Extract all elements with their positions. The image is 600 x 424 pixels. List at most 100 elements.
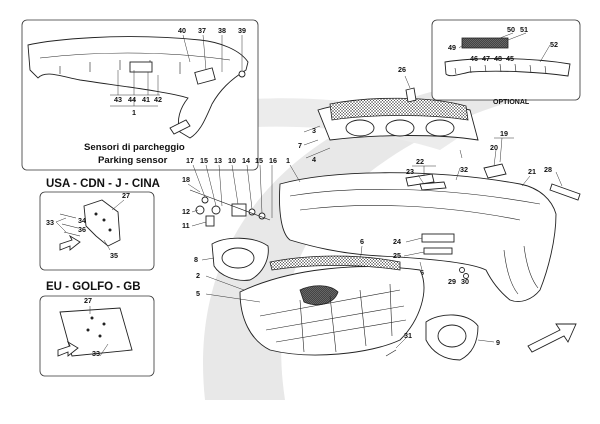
usa-inset: USA - CDN - J - CINA 33 34 36 27 35 bbox=[39, 178, 160, 271]
callout-10: 10 bbox=[228, 156, 236, 165]
callout-44: 44 bbox=[128, 95, 136, 104]
eu-direction-arrow bbox=[57, 340, 79, 357]
callout-11: 11 bbox=[182, 221, 190, 230]
callout-8: 8 bbox=[194, 255, 198, 264]
callout-16: 16 bbox=[269, 156, 277, 165]
callout-49: 49 bbox=[448, 43, 456, 52]
callout-29: 29 bbox=[448, 277, 456, 286]
main-exploded-view: 26 7 3 4 24 25 17 15 13 10 14 15 bbox=[182, 65, 581, 361]
sensor-unit bbox=[194, 67, 216, 85]
callout-36-usa: 36 bbox=[78, 225, 86, 234]
usa-plate-bracket bbox=[83, 199, 121, 247]
callout-46: 46 bbox=[470, 54, 478, 63]
caption-parking-sensor: Parking sensor bbox=[98, 155, 168, 166]
callout-41: 41 bbox=[142, 95, 150, 104]
callout-33-eu: 33 bbox=[92, 349, 100, 358]
callout-35: 35 bbox=[110, 251, 118, 260]
callout-26: 26 bbox=[398, 65, 406, 74]
bracket-23 bbox=[419, 181, 447, 191]
screw-30 bbox=[463, 273, 469, 279]
callout-24: 24 bbox=[393, 237, 401, 246]
callout-28: 28 bbox=[544, 165, 552, 174]
callout-51: 51 bbox=[520, 25, 528, 34]
callout-1-inset: 1 bbox=[132, 108, 136, 117]
callout-27-eu: 27 bbox=[84, 296, 92, 305]
callout-9: 9 bbox=[496, 338, 500, 347]
upper-grille-opening-center bbox=[385, 119, 415, 137]
callout-31: 31 bbox=[404, 331, 412, 340]
sensor-module bbox=[129, 61, 153, 73]
upper-grille-opening-right bbox=[425, 119, 455, 137]
callout-21: 21 bbox=[528, 167, 536, 176]
callout-40: 40 bbox=[178, 26, 186, 35]
callout-6: 6 bbox=[360, 237, 364, 246]
upper-grille-opening-left bbox=[345, 119, 375, 137]
callout-7: 7 bbox=[298, 141, 302, 150]
callout-27-usa: 27 bbox=[122, 191, 130, 200]
callout-43: 43 bbox=[114, 95, 122, 104]
callout-23: 23 bbox=[406, 167, 414, 176]
washer-15 bbox=[211, 205, 221, 215]
nut-17 bbox=[201, 196, 209, 204]
optional-inset: 49 50 51 52 46 47 48 45 OPTIONAL bbox=[431, 19, 581, 106]
callout-15b: 15 bbox=[255, 156, 263, 165]
diffuser-mesh bbox=[269, 255, 401, 271]
caption-optional: OPTIONAL bbox=[493, 99, 530, 106]
sensor-bumper-shell bbox=[27, 36, 249, 139]
callout-25: 25 bbox=[393, 251, 401, 260]
sensor-bracket-20 bbox=[483, 163, 507, 179]
right-duct-opening bbox=[437, 324, 467, 348]
callout-20: 20 bbox=[490, 143, 498, 152]
caption-sensori-di-parcheggio: Sensori di parcheggio bbox=[84, 142, 185, 153]
callout-45: 45 bbox=[506, 54, 514, 63]
callout-22: 22 bbox=[416, 157, 424, 166]
diffuser-dark-insert bbox=[299, 285, 339, 306]
callout-5: 5 bbox=[196, 289, 200, 298]
bolt-12 bbox=[195, 205, 205, 215]
usa-direction-arrow bbox=[59, 234, 81, 251]
callout-13: 13 bbox=[214, 156, 222, 165]
callout-30: 30 bbox=[461, 277, 469, 286]
callout-42: 42 bbox=[154, 95, 162, 104]
callout-47: 47 bbox=[482, 54, 490, 63]
callout-1: 1 bbox=[286, 156, 290, 165]
reflector-25 bbox=[423, 247, 453, 255]
upper-grille-mesh bbox=[329, 97, 469, 121]
eu-plate bbox=[59, 307, 133, 357]
caption-eu-golfo-gb: EU - GOLFO - GB bbox=[46, 281, 141, 293]
callout-38: 38 bbox=[218, 26, 226, 35]
callout-19: 19 bbox=[500, 129, 508, 138]
callout-52: 52 bbox=[550, 40, 558, 49]
callout-14: 14 bbox=[242, 156, 250, 165]
callout-18: 18 bbox=[182, 175, 190, 184]
fastener-26 bbox=[405, 87, 417, 103]
rear-bumper-shell bbox=[279, 172, 557, 302]
sensor-bracket bbox=[169, 119, 191, 135]
callout-48: 48 bbox=[494, 54, 502, 63]
parking-sensor-inset: 40 37 38 39 43 44 41 42 1 Sensori di par… bbox=[21, 19, 259, 171]
callout-2: 2 bbox=[196, 271, 200, 280]
callout-15: 15 bbox=[200, 156, 208, 165]
hardware-row bbox=[189, 189, 271, 227]
callout-34: 34 bbox=[78, 216, 86, 225]
callout-17: 17 bbox=[186, 156, 194, 165]
callout-39: 39 bbox=[238, 26, 246, 35]
eu-inset: EU - GOLFO - GB 27 33 bbox=[39, 281, 155, 377]
spacer-11 bbox=[205, 215, 215, 227]
sensor-clip bbox=[238, 70, 246, 78]
callout-33-usa: 33 bbox=[46, 218, 54, 227]
reflector-24 bbox=[421, 233, 455, 243]
callout-3: 3 bbox=[312, 126, 316, 135]
callout-50: 50 bbox=[507, 25, 515, 34]
optional-diffuser bbox=[444, 58, 571, 77]
trim-strip-28 bbox=[549, 183, 581, 201]
callout-32: 32 bbox=[460, 165, 468, 174]
callout-37: 37 bbox=[198, 26, 206, 35]
optional-grille-strip bbox=[461, 37, 509, 49]
callout-12: 12 bbox=[182, 207, 190, 216]
front-direction-arrow bbox=[527, 323, 577, 353]
left-duct-opening bbox=[221, 247, 255, 269]
rear-diffuser bbox=[239, 266, 425, 356]
